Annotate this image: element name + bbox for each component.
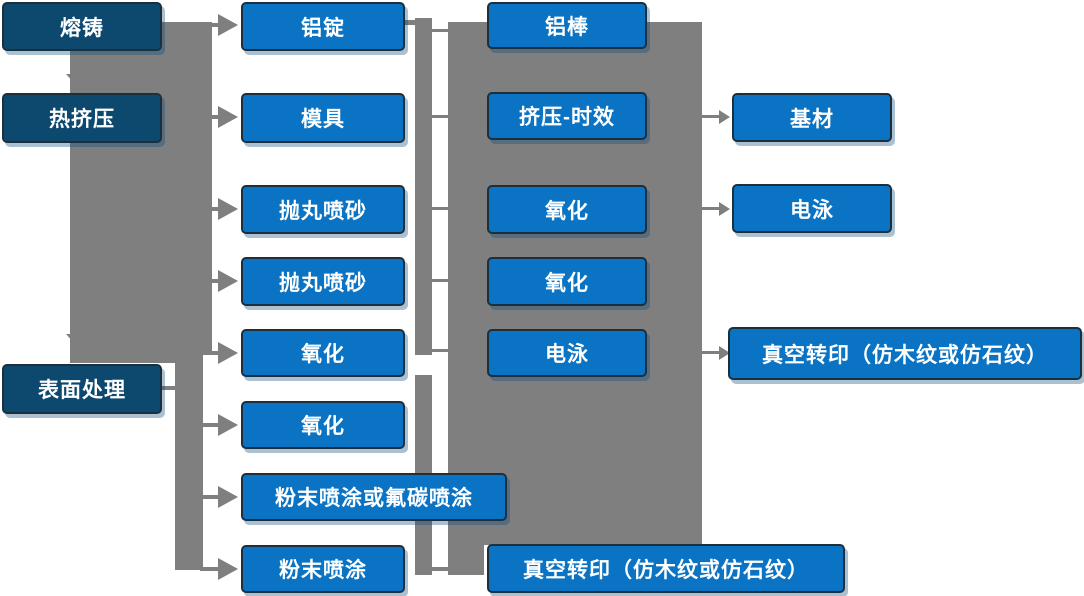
node-vacuum-transfer-print-bottom: 真空转印（仿木纹或仿石纹） — [487, 544, 845, 593]
arrow-right-icon — [218, 558, 238, 580]
node-oxidation-2: 氧化 — [241, 401, 405, 449]
arrow-stem — [200, 567, 220, 571]
right-flow-arrows — [702, 110, 730, 360]
node-label: 氧化 — [545, 199, 589, 223]
arrow-right-icon — [218, 342, 238, 364]
bus-tick — [432, 207, 448, 210]
arrow-right-icon — [218, 198, 238, 220]
node-shot-blasting-2: 抛丸喷砂 — [241, 257, 405, 306]
node-label: 铝锭 — [301, 16, 345, 40]
node-aluminum-ingot: 铝锭 — [241, 2, 405, 51]
node-label: 热挤压 — [49, 108, 115, 131]
arrow-right-icon — [218, 270, 238, 292]
node-label: 电泳 — [790, 198, 834, 222]
node-label: 表面处理 — [38, 379, 126, 402]
node-label: 熔铸 — [60, 16, 104, 40]
node-oxidation-1: 氧化 — [241, 329, 405, 377]
arrow-stem — [200, 351, 220, 355]
flow-bus-lower — [175, 363, 203, 570]
node-extrusion-aging: 挤压-时效 — [487, 92, 647, 140]
ingot-stub — [405, 20, 417, 25]
arrow-stem — [206, 23, 220, 27]
bus-tick — [432, 349, 448, 352]
arrow-stem — [200, 423, 220, 427]
arrow-stem — [206, 115, 220, 119]
node-electrophoresis-2: 电泳 — [732, 184, 892, 233]
node-label: 铝棒 — [545, 15, 589, 39]
node-label: 挤压-时效 — [519, 106, 615, 129]
arrow-stem — [702, 115, 719, 118]
node-substrate: 基材 — [732, 93, 892, 142]
arrow-right-icon — [719, 202, 730, 216]
node-label: 真空转印（仿木纹或仿石纹） — [523, 558, 809, 582]
arrow-stem — [206, 279, 220, 283]
arrow-right-icon — [218, 14, 238, 36]
surface-treatment-stub — [162, 386, 177, 390]
bus-tick — [432, 29, 448, 32]
arrow-down-icon — [66, 74, 98, 92]
node-label: 氧化 — [301, 343, 345, 366]
flow-bus-bridge — [82, 350, 203, 363]
arrow-stem — [702, 351, 719, 354]
node-label: 电泳 — [545, 343, 589, 366]
node-oxidation-4: 氧化 — [487, 257, 647, 306]
node-label: 抛丸喷砂 — [279, 199, 367, 223]
arrow-stem — [206, 207, 220, 211]
node-electrophoresis-1: 电泳 — [487, 329, 647, 377]
node-vacuum-transfer-print-right: 真空转印（仿木纹或仿石纹） — [728, 327, 1082, 380]
arrow-stem — [200, 495, 220, 499]
node-mold: 模具 — [241, 93, 405, 143]
node-shot-blasting-1: 抛丸喷砂 — [241, 185, 405, 234]
flow-bus-upper — [82, 22, 212, 352]
arrow-right-icon — [218, 106, 238, 128]
arrow-stem — [702, 207, 719, 210]
node-label: 模具 — [301, 108, 345, 131]
bus-tick — [432, 567, 450, 571]
node-surface-treatment: 表面处理 — [2, 364, 162, 414]
node-label: 粉末喷涂或氟碳喷涂 — [275, 487, 473, 510]
node-oxidation-3: 氧化 — [487, 185, 647, 234]
bus-tick — [432, 279, 448, 282]
node-powder-coating: 粉末喷涂 — [241, 545, 405, 593]
node-powder-or-fluorocarbon-coating: 粉末喷涂或氟碳喷涂 — [241, 473, 507, 521]
node-hot-extrusion: 热挤压 — [2, 93, 162, 143]
node-melting-casting: 熔铸 — [2, 2, 162, 51]
arrow-right-icon — [218, 414, 238, 436]
node-label: 氧化 — [301, 415, 345, 438]
gray-block-strip — [448, 545, 484, 575]
bus-tick — [432, 115, 448, 118]
middle-bus-upper — [415, 18, 432, 355]
left-flow-connectors — [66, 14, 238, 580]
arrow-right-icon — [719, 346, 730, 360]
node-label: 抛丸喷砂 — [279, 271, 367, 295]
arrow-down-icon — [66, 334, 98, 352]
node-label: 氧化 — [545, 271, 589, 295]
arrow-right-icon — [218, 486, 238, 508]
node-label: 粉末喷涂 — [279, 559, 367, 582]
node-label: 真空转印（仿木纹或仿石纹） — [762, 343, 1048, 367]
arrow-right-icon — [719, 110, 730, 124]
node-label: 基材 — [790, 107, 834, 131]
node-aluminum-rod: 铝棒 — [487, 2, 647, 49]
